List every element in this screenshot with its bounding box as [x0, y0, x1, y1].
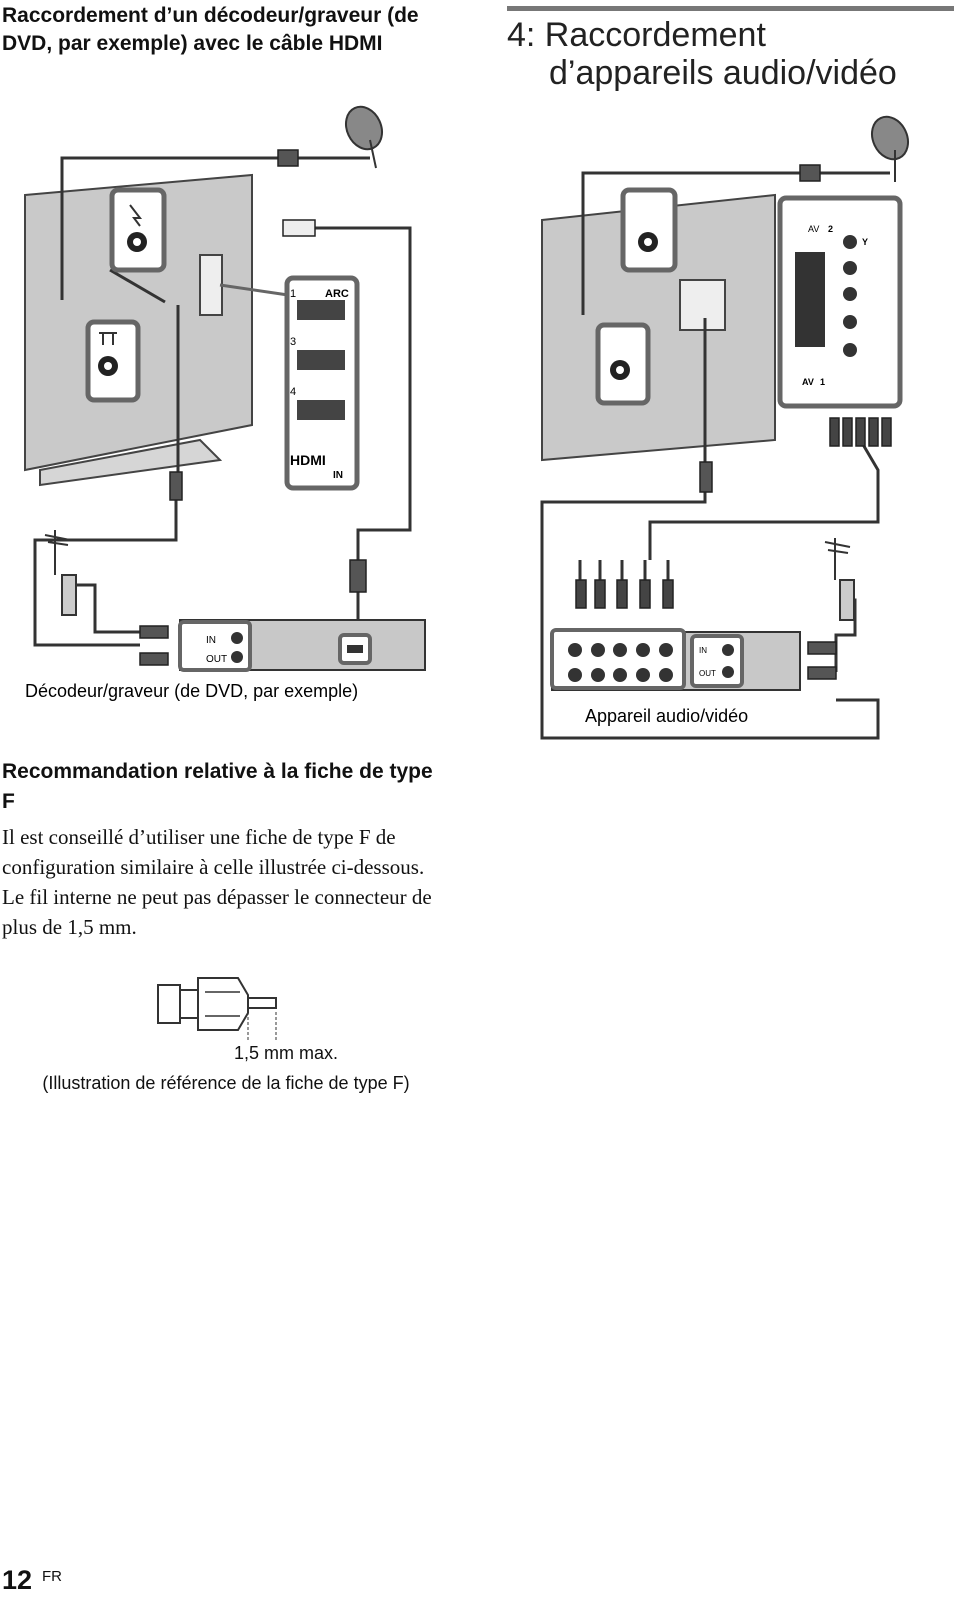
panel-y-label: Y: [862, 237, 868, 247]
section-rule: [507, 6, 954, 11]
plug-figure-caption: (Illustration de référence de la fiche d…: [42, 1073, 410, 1093]
section-title-line2: d’appareils audio/vidéo: [549, 54, 897, 92]
connection-diagrams: 1 ARC 3 4 HDMI IN IN OUT: [24, 105, 909, 1042]
left-section-title: Raccordement d’un décodeur/graveur (de D…: [2, 4, 419, 55]
av-device-in-label: IN: [699, 646, 707, 655]
av-device: IN OUT: [550, 628, 801, 691]
dvd-recorder-device: IN OUT: [178, 619, 426, 672]
satellite-input-callout-left: [109, 187, 167, 273]
satellite-dish-left-icon: [345, 105, 383, 169]
f-plug-illustration: [157, 977, 277, 1042]
device-out-label: OUT: [206, 654, 227, 665]
wall-antenna-left-icon: [44, 530, 77, 616]
recommendation-paragraph-1: Il est conseillé d’utiliser une fiche de…: [2, 825, 425, 879]
section-title-line1: 4: Raccordement: [507, 16, 766, 54]
right-diagram-caption: Appareil audio/vidéo: [585, 706, 748, 726]
left-connection-diagram: 1 ARC 3 4 HDMI IN IN OUT: [24, 105, 426, 672]
hdmi-port-1: 1: [290, 288, 296, 300]
tv-back-left: [24, 173, 253, 487]
panel-av1-label: AV: [802, 377, 814, 387]
hdmi-port-arc: ARC: [325, 288, 349, 300]
left-diagram-caption: Décodeur/graveur (de DVD, par exemple): [25, 681, 358, 701]
antenna-input-callout-right: [595, 322, 651, 406]
panel-av2-label: AV: [808, 224, 819, 234]
satellite-dish-right-icon: [871, 115, 909, 182]
page-language-code: FR: [42, 1568, 62, 1585]
av-panel-callout: AV 2 Y AV 1: [777, 195, 903, 409]
page-number: 12: [2, 1565, 33, 1595]
panel-1-label: 1: [820, 377, 825, 387]
device-in-label: IN: [206, 635, 216, 646]
cables-left: [33, 156, 412, 647]
antenna-input-callout-left: [85, 319, 141, 403]
recommendation-heading: Recommandation relative à la fiche de ty…: [2, 760, 433, 813]
hdmi-input-callout: 1 ARC 3 4 HDMI IN: [219, 275, 360, 491]
plugs-left: [139, 149, 367, 666]
right-connection-diagram: AV 2 Y AV 1 IN OUT: [540, 115, 909, 740]
hdmi-logo: HDMI: [290, 452, 326, 468]
satellite-input-callout-right: [620, 187, 678, 273]
hdmi-port-4: 4: [290, 386, 296, 398]
recommendation-body: Il est conseillé d’utiliser une fiche de…: [2, 822, 452, 942]
panel-2-label: 2: [828, 224, 833, 234]
av-device-out-label: OUT: [699, 669, 716, 678]
hdmi-in-label: IN: [333, 470, 343, 481]
section-title: 4: Raccordement d’appareils audio/vidéo: [507, 16, 947, 92]
rca-plugs-right: [575, 164, 892, 680]
hdmi-port-3: 3: [290, 336, 296, 348]
plug-dimension-label: 1,5 mm max.: [233, 1043, 339, 1063]
wall-antenna-right-icon: [824, 538, 855, 621]
recommendation-paragraph-2: Le fil interne ne peut pas dépasser le c…: [2, 885, 432, 939]
